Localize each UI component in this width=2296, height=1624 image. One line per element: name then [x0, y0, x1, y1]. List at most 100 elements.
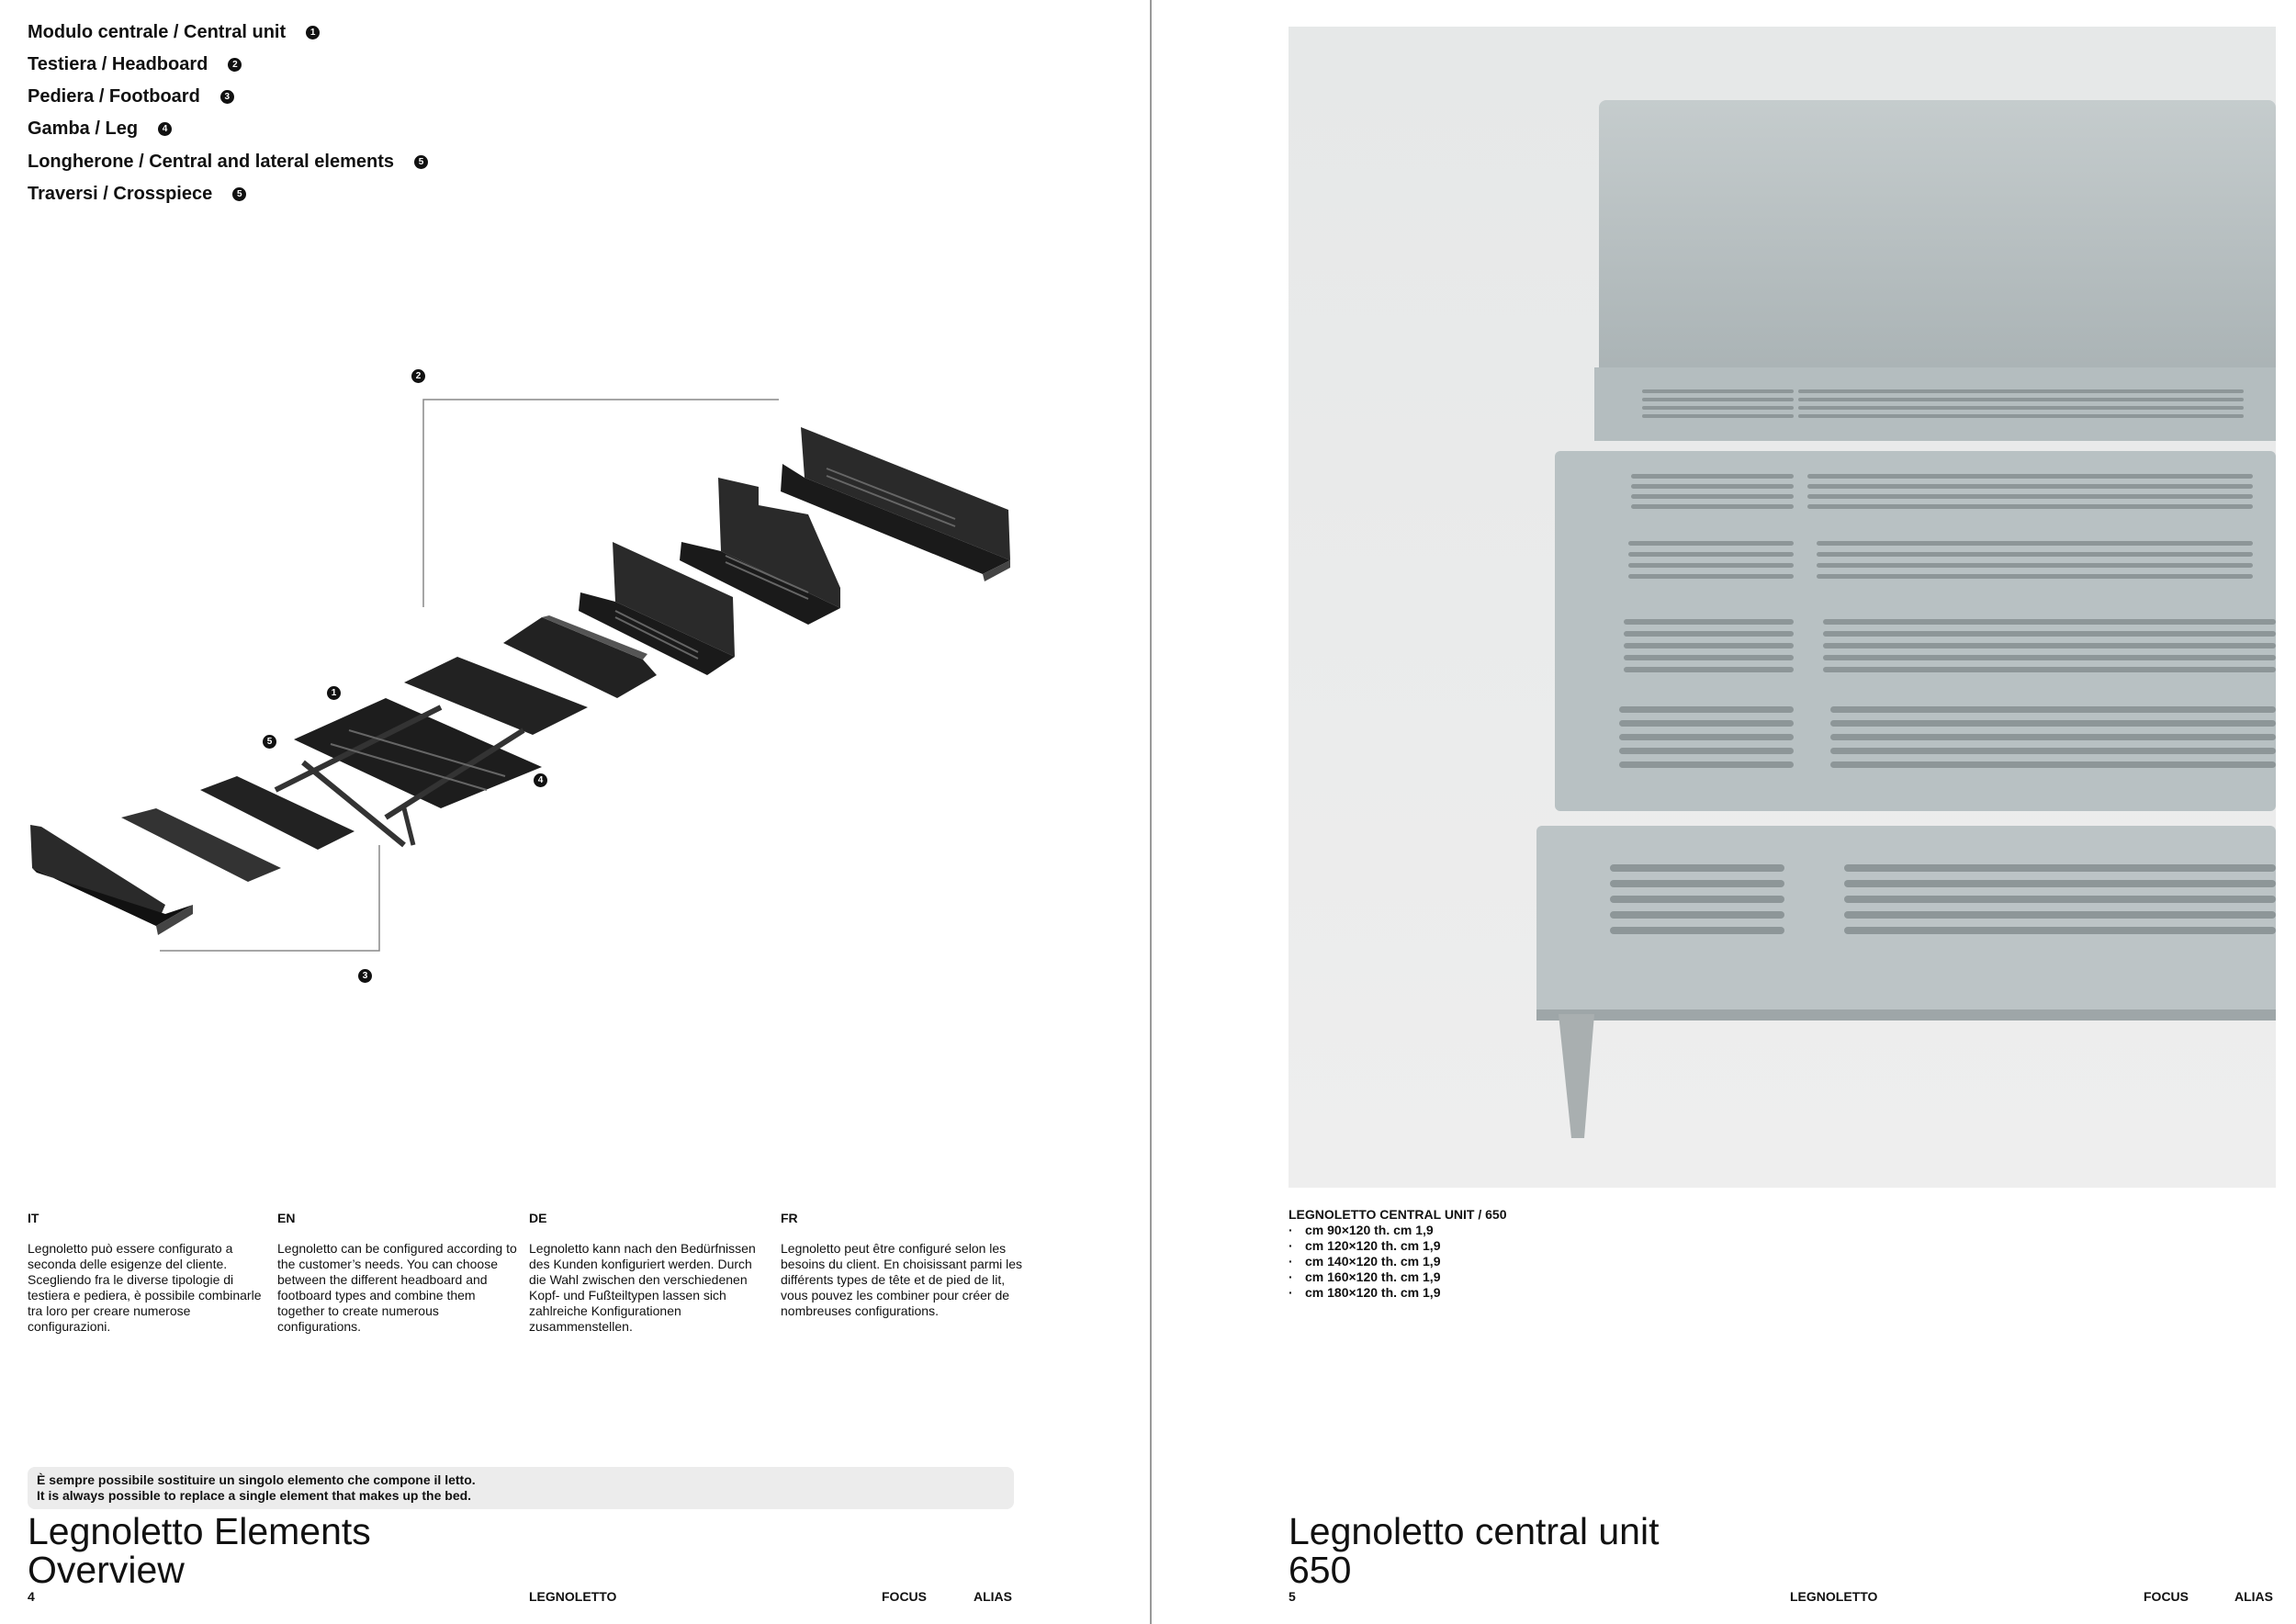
page-number: 4 — [28, 1589, 35, 1604]
description-fr: FR Legnoletto peut être configuré selon l… — [781, 1211, 1024, 1319]
vent-slot — [1817, 563, 2253, 568]
vent-slot — [1610, 880, 1784, 887]
replacement-note: È sempre possibile sostituire un singolo… — [28, 1467, 1014, 1509]
vent-slot — [1631, 484, 1794, 489]
callout-lateral: 5 — [263, 735, 276, 749]
headboard-low — [579, 542, 735, 675]
product-photo — [1289, 27, 2276, 1188]
badge-number: 4 — [158, 122, 173, 136]
note-it: È sempre possibile sostituire un singolo… — [37, 1472, 476, 1487]
vent-slot — [1610, 864, 1784, 872]
vent-slot — [1807, 504, 2253, 509]
vent-slot — [1610, 927, 1784, 934]
bullet: · — [1289, 1254, 1293, 1269]
footboard-panel — [1536, 826, 2276, 1014]
vent-slot — [1619, 761, 1794, 768]
spec-list: · cm 90×120 th. cm 1,9 · cm 120×120 th. cm… — [1289, 1223, 1507, 1301]
top-strip — [1594, 367, 2276, 441]
vent-slot — [1844, 911, 2276, 919]
spec-item: · cm 90×120 th. cm 1,9 — [1289, 1223, 1507, 1238]
spec-text: cm 180×120 th. cm 1,9 — [1305, 1285, 1441, 1300]
vent-slot — [1823, 631, 2276, 637]
spec-block: LEGNOLETTO CENTRAL UNIT / 650 · cm 90×120… — [1289, 1207, 1507, 1301]
bullet: · — [1289, 1238, 1293, 1253]
vent-slot — [1624, 667, 1794, 672]
callout-central-unit: 1 — [327, 686, 341, 700]
page-divider — [1150, 0, 1152, 1624]
vent-slot — [1844, 927, 2276, 934]
badge-number: 5 — [413, 155, 428, 169]
description-en: EN Legnoletto can be configured according… — [277, 1211, 521, 1335]
vent-slot — [1642, 406, 1794, 410]
vent-slot — [1628, 541, 1794, 546]
vent-slot — [1628, 552, 1794, 557]
spec-title: LEGNOLETTO CENTRAL UNIT / 650 — [1289, 1207, 1507, 1222]
vent-slot — [1823, 655, 2276, 660]
vent-slot — [1798, 389, 2244, 393]
vent-slot — [1619, 720, 1794, 727]
vent-slot — [1830, 748, 2276, 754]
description-text: Legnoletto can be configured according t… — [277, 1241, 517, 1334]
vent-slot — [1624, 619, 1794, 625]
page-number: 5 — [1289, 1589, 1296, 1604]
lateral-piece — [404, 657, 588, 735]
footer-product: LEGNOLETTO — [1790, 1589, 1878, 1604]
vent-slot — [1830, 720, 2276, 727]
footboard — [30, 825, 193, 935]
description-text: Legnoletto kann nach den Bedürfnissen de… — [529, 1241, 756, 1334]
footer-section: FOCUS — [882, 1589, 927, 1604]
description-text: Legnoletto peut être configuré selon les… — [781, 1241, 1023, 1318]
lang-label: FR — [781, 1211, 798, 1225]
spec-item: · cm 160×120 th. cm 1,9 — [1289, 1269, 1507, 1285]
crosspiece-top — [503, 615, 657, 698]
vent-slot — [1610, 896, 1784, 903]
vent-slot — [1619, 748, 1794, 754]
vent-slot — [1619, 706, 1794, 713]
vent-slot — [1642, 398, 1794, 401]
component-label: Longherone / Central and lateral element… — [28, 152, 394, 172]
spec-item: · cm 140×120 th. cm 1,9 — [1289, 1254, 1507, 1269]
component-label: Traversi / Crosspiece — [28, 184, 213, 204]
title-line: 650 — [1289, 1549, 1352, 1591]
vent-slot — [1817, 552, 2253, 557]
headboard-panel — [1599, 100, 2276, 376]
vent-slot — [1624, 631, 1794, 637]
badge-number: 3 — [219, 90, 234, 104]
bullet: · — [1289, 1285, 1293, 1300]
title-line: Legnoletto central unit — [1289, 1510, 1660, 1552]
lang-label: EN — [277, 1211, 296, 1225]
vent-slot — [1624, 643, 1794, 648]
vent-slot — [1610, 911, 1784, 919]
vent-slot — [1817, 574, 2253, 579]
page-title-right: Legnoletto central unit 650 — [1289, 1512, 1840, 1589]
lang-label: DE — [529, 1211, 547, 1225]
leg — [1559, 1014, 1594, 1138]
spec-item: · cm 180×120 th. cm 1,9 — [1289, 1285, 1507, 1301]
vent-slot — [1830, 761, 2276, 768]
vent-slot — [1631, 474, 1794, 479]
spec-text: cm 160×120 th. cm 1,9 — [1305, 1269, 1441, 1284]
vent-slot — [1798, 398, 2244, 401]
bullet: · — [1289, 1223, 1293, 1237]
vent-slot — [1631, 494, 1794, 499]
spec-item: · cm 120×120 th. cm 1,9 — [1289, 1238, 1507, 1254]
spec-text: cm 120×120 th. cm 1,9 — [1305, 1238, 1441, 1253]
note-en: It is always possible to replace a singl… — [37, 1488, 472, 1503]
callout-headboard: 2 — [411, 369, 425, 383]
vent-slot — [1631, 504, 1794, 509]
crosspiece-bottom — [121, 776, 355, 882]
headboard-high — [781, 427, 1010, 581]
bullet: · — [1289, 1269, 1293, 1284]
footer-brand: ALIAS — [974, 1589, 1012, 1604]
vent-slot — [1798, 406, 2244, 410]
spec-text: cm 140×120 th. cm 1,9 — [1305, 1254, 1441, 1269]
vent-slot — [1628, 574, 1794, 579]
spec-text: cm 90×120 th. cm 1,9 — [1305, 1223, 1434, 1237]
callout-footboard: 3 — [358, 969, 372, 983]
vent-slot — [1830, 734, 2276, 740]
component-label: Testiera / Headboard — [28, 54, 208, 74]
vent-slot — [1823, 667, 2276, 672]
